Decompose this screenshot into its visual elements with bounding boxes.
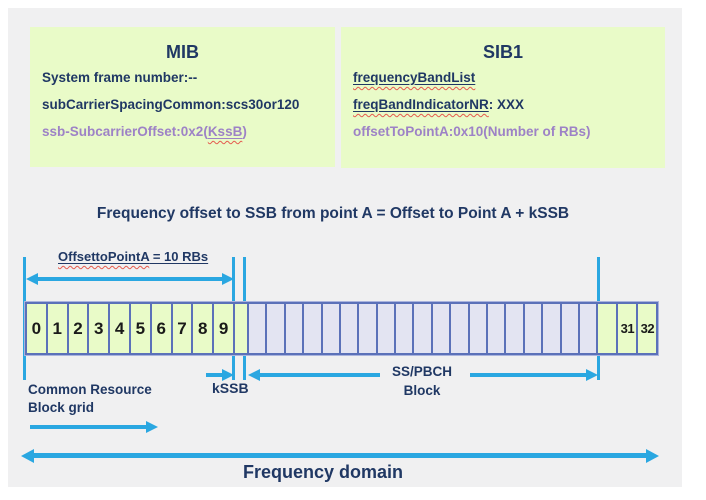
grid-cell (285, 302, 305, 355)
spellcheck-squiggle-text: OffsettoPointA (58, 249, 150, 264)
mib-line-ssb-subcarrier-offset: ssb-SubcarrierOffset:0x2(KssB) (42, 118, 323, 145)
grid-cell: 9 (214, 302, 235, 355)
grid-cell (267, 302, 286, 355)
mib-line-system-frame-number: System frame number:-- (42, 70, 198, 85)
arrowhead-left-icon (21, 448, 34, 463)
kssb-label: kSSB (212, 380, 249, 396)
slide-background: MIB System frame number:-- subCarrierSpa… (8, 8, 682, 487)
grid-cell (304, 302, 323, 355)
crb-grid-arrow (30, 421, 158, 433)
arrowhead-right-icon (222, 369, 234, 381)
sib1-line-frequency-band-list: frequencyBandList (353, 64, 653, 91)
arrowhead-left-icon (248, 369, 260, 381)
grid-cell: 8 (193, 302, 215, 355)
grid-cell (322, 302, 341, 355)
grid-cell (469, 302, 489, 355)
mib-title: MIB (166, 42, 199, 62)
frequency-domain-arrow (21, 448, 659, 463)
grid-cell (359, 302, 378, 355)
underlined-text: frequencyBandList (353, 70, 475, 85)
arrowhead-right-icon (146, 421, 158, 433)
grid-cell: 31 (618, 302, 639, 355)
diagram-title: Frequency offset to SSB from point A = O… (96, 205, 570, 222)
underlined-text: KssB (208, 124, 243, 139)
grid-cell (598, 302, 619, 355)
offset-to-pointa-arrow (26, 273, 234, 285)
grid-cell: 1 (47, 302, 69, 355)
sib1-box: SIB1 frequencyBandList freqBandIndicator… (341, 27, 665, 168)
arrowhead-right-icon (222, 273, 234, 285)
ssb-block-right-arrow (470, 369, 598, 381)
sib1-line-freq-band-indicator: freqBandIndicatorNR: XXX (353, 91, 653, 118)
ssb-block-label-line1: SS/PBCH (391, 364, 452, 379)
grid-cell (377, 302, 397, 355)
pointa-marker-line (23, 257, 26, 380)
text-segment: ssb-SubcarrierOffset:0x2( (42, 124, 208, 139)
arrowhead-right-icon (646, 448, 659, 463)
grid-cell (524, 302, 544, 355)
ssb-block-label: SS/PBCH Block (372, 362, 472, 400)
grid-cell (451, 302, 470, 355)
crb-grid-label: Common Resource Block grid (28, 381, 152, 417)
grid-cell: 4 (110, 302, 131, 355)
grid-cell (248, 302, 268, 355)
frequency-domain-label: Frequency domain (242, 462, 404, 482)
grid-cell: 6 (151, 302, 173, 355)
grid-cell: 0 (27, 302, 48, 355)
grid-cell (432, 302, 452, 355)
sib1-line-offset-to-pointa: offsetToPointA:0x10(Number of RBs) (353, 124, 591, 139)
mib-line-subcarrier-spacing: subCarrierSpacingCommon:scs30or120 (42, 97, 300, 112)
crb-grid-label-line1: Common Resource (28, 382, 152, 397)
kssb-gap-cell (234, 302, 249, 355)
underlined-text: OffsettoPointA = 10 RBs (58, 249, 208, 264)
crb-grid-label-line2: Block grid (28, 400, 95, 415)
mib-box: MIB System frame number:-- subCarrierSpa… (30, 27, 335, 167)
grid-cell (340, 302, 360, 355)
grid-cell: 3 (89, 302, 111, 355)
ssb-block-label-line2: Block (403, 383, 441, 398)
grid-cell (543, 302, 562, 355)
text-segment: : XXX (488, 97, 525, 112)
arrowhead-right-icon (586, 369, 598, 381)
grid-cell: 7 (172, 302, 194, 355)
grid-cell (414, 302, 433, 355)
text-segment: = 10 RBs (149, 249, 209, 264)
spellcheck-squiggle-text: freqBandIndicatorNR (353, 97, 489, 112)
grid-cell: 5 (130, 302, 152, 355)
grid-cell: 2 (68, 302, 90, 355)
ssb-block-left-arrow (248, 369, 380, 381)
arrowhead-left-icon (26, 273, 38, 285)
grid-cell (396, 302, 415, 355)
grid-cell (506, 302, 525, 355)
sib1-title: SIB1 (482, 42, 524, 62)
grid-cell: 32 (638, 302, 659, 355)
text-segment: ) (242, 124, 247, 139)
kssb-arrow (206, 369, 234, 381)
grid-cell (561, 302, 580, 355)
spellcheck-squiggle-text: KssB (207, 124, 243, 139)
grid-cell (580, 302, 599, 355)
underlined-text: freqBandIndicatorNR (353, 97, 489, 112)
grid-cell (488, 302, 507, 355)
offset-to-pointa-label: OffsettoPointA = 10 RBs (58, 249, 208, 264)
spellcheck-squiggle-text: frequencyBandList (353, 70, 476, 85)
